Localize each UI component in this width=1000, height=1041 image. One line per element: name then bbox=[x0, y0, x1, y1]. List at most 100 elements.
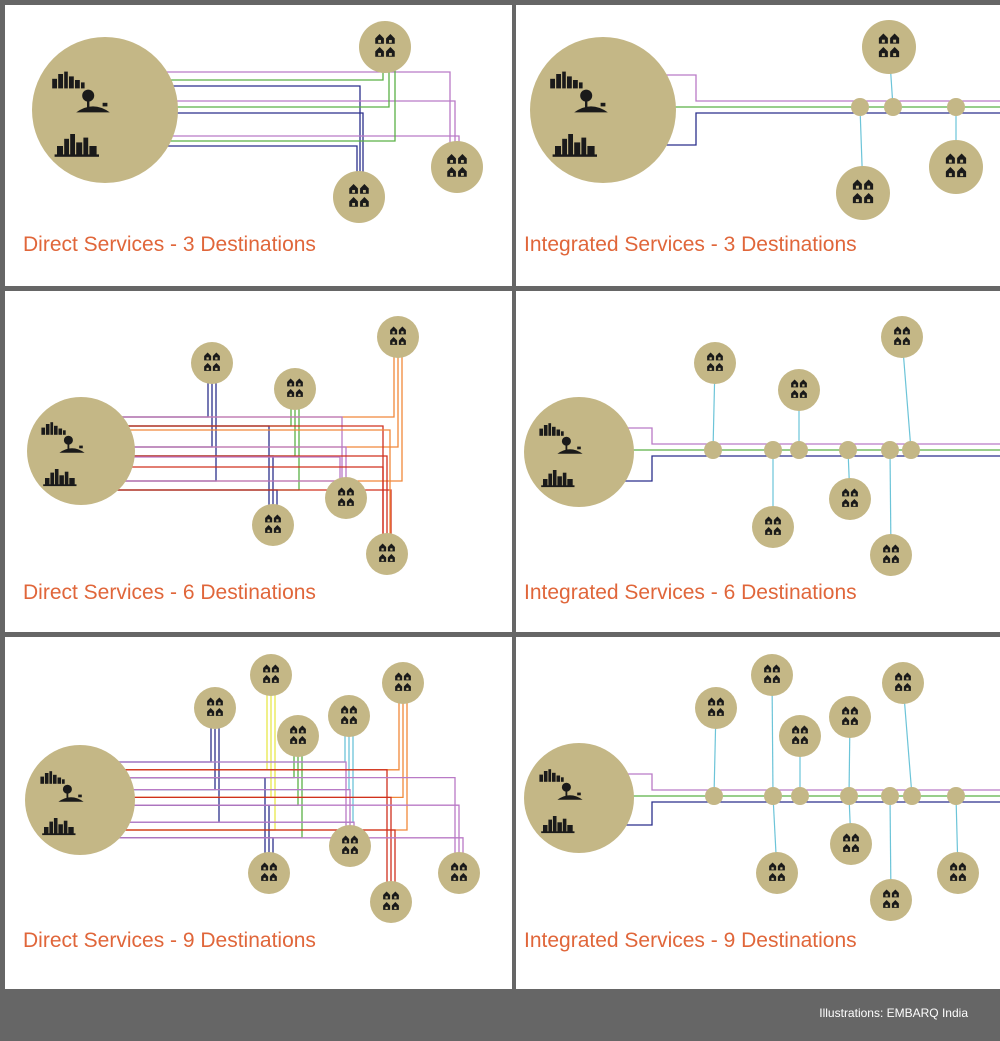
houses-icon bbox=[338, 487, 354, 506]
destination-node bbox=[325, 477, 367, 519]
destination-node bbox=[194, 687, 236, 729]
transfer-stop bbox=[764, 787, 782, 805]
panel-caption: Direct Services - 3 Destinations bbox=[23, 233, 316, 256]
city-skyline-icon bbox=[539, 769, 564, 782]
destination-node bbox=[829, 478, 871, 520]
route-line bbox=[97, 85, 361, 197]
destination-circle bbox=[277, 715, 319, 757]
diagram-direct-3 bbox=[32, 21, 483, 223]
houses-icon bbox=[843, 833, 859, 852]
destination-circle bbox=[250, 654, 292, 696]
destination-circle bbox=[937, 852, 979, 894]
destination-circle bbox=[366, 533, 408, 575]
houses-icon bbox=[895, 672, 911, 691]
houses-icon bbox=[290, 725, 306, 744]
destination-node bbox=[929, 140, 983, 194]
transfer-stop bbox=[884, 98, 902, 116]
houses-icon bbox=[379, 543, 395, 562]
route-line bbox=[150, 100, 456, 167]
route-line bbox=[67, 776, 456, 873]
destination-node bbox=[779, 715, 821, 757]
destination-circle bbox=[778, 369, 820, 411]
transfer-stop bbox=[790, 441, 808, 459]
destination-node bbox=[829, 696, 871, 738]
destination-circle bbox=[274, 368, 316, 410]
industrial-icon bbox=[552, 134, 597, 157]
houses-icon bbox=[451, 862, 467, 881]
houses-icon bbox=[207, 697, 223, 716]
houses-icon bbox=[383, 891, 399, 910]
destination-node bbox=[870, 879, 912, 921]
route-line bbox=[67, 337, 395, 418]
destination-node bbox=[382, 662, 424, 704]
origin-node bbox=[530, 37, 676, 183]
panel-caption: Direct Services - 6 Destinations bbox=[23, 581, 316, 604]
destination-node bbox=[862, 20, 916, 74]
destination-circle bbox=[382, 662, 424, 704]
houses-icon bbox=[287, 378, 303, 397]
route-line bbox=[576, 427, 1000, 445]
houses-icon bbox=[265, 514, 281, 533]
houses-icon bbox=[707, 352, 723, 371]
diagram-direct-9 bbox=[25, 654, 480, 923]
destination-circle bbox=[377, 316, 419, 358]
industrial-icon bbox=[541, 470, 575, 488]
destination-circle bbox=[359, 21, 411, 73]
destination-node bbox=[248, 852, 290, 894]
destination-circle bbox=[870, 879, 912, 921]
panel-integrated-3: Integrated Services - 3 Destinations bbox=[516, 5, 1000, 286]
destination-node bbox=[694, 342, 736, 384]
houses-icon bbox=[883, 544, 899, 563]
industrial-icon bbox=[43, 469, 77, 487]
destination-circle bbox=[829, 696, 871, 738]
houses-icon bbox=[883, 889, 899, 908]
origin-node bbox=[25, 745, 135, 855]
origin-node bbox=[27, 397, 135, 505]
destination-circle bbox=[248, 852, 290, 894]
houses-icon bbox=[894, 326, 910, 345]
destination-node bbox=[277, 715, 319, 757]
houses-icon bbox=[945, 153, 967, 178]
houses-icon bbox=[842, 488, 858, 507]
destination-circle bbox=[194, 687, 236, 729]
destination-circle bbox=[882, 662, 924, 704]
panel-caption: Direct Services - 9 Destinations bbox=[23, 929, 316, 952]
panel-caption: Integrated Services - 3 Destinations bbox=[524, 233, 857, 256]
destination-circle bbox=[929, 140, 983, 194]
route-line bbox=[150, 112, 364, 197]
destination-node bbox=[756, 852, 798, 894]
transfer-stop bbox=[902, 441, 920, 459]
houses-icon bbox=[375, 34, 395, 57]
city-skyline-icon bbox=[40, 771, 65, 784]
transfer-stop bbox=[947, 787, 965, 805]
diagram-integrated-9 bbox=[524, 654, 1000, 921]
diagram-integrated-3 bbox=[530, 20, 1000, 220]
houses-icon bbox=[395, 672, 411, 691]
transfer-stop bbox=[705, 787, 723, 805]
destination-circle bbox=[329, 825, 371, 867]
destination-node bbox=[333, 171, 385, 223]
houses-icon bbox=[204, 352, 220, 371]
panel-caption: Integrated Services - 9 Destinations bbox=[524, 929, 857, 952]
origin-node bbox=[32, 37, 178, 183]
destination-node bbox=[377, 316, 419, 358]
destination-node bbox=[937, 852, 979, 894]
park-icon bbox=[557, 782, 583, 800]
city-skyline-icon bbox=[550, 71, 583, 89]
destination-node bbox=[359, 21, 411, 73]
origin-node bbox=[524, 397, 634, 507]
transfer-stop bbox=[704, 441, 722, 459]
destination-node bbox=[274, 368, 316, 410]
houses-icon bbox=[852, 179, 874, 204]
route-line bbox=[594, 455, 1000, 482]
city-skyline-icon bbox=[52, 71, 85, 89]
houses-icon bbox=[341, 705, 357, 724]
destination-circle bbox=[752, 506, 794, 548]
route-line bbox=[67, 829, 396, 902]
transfer-stop bbox=[840, 787, 858, 805]
panel-direct-3: Direct Services - 3 Destinations bbox=[5, 5, 512, 286]
destination-node bbox=[870, 534, 912, 576]
route-line bbox=[97, 71, 451, 167]
houses-icon bbox=[950, 862, 966, 881]
diagram-integrated-6 bbox=[524, 316, 1000, 576]
